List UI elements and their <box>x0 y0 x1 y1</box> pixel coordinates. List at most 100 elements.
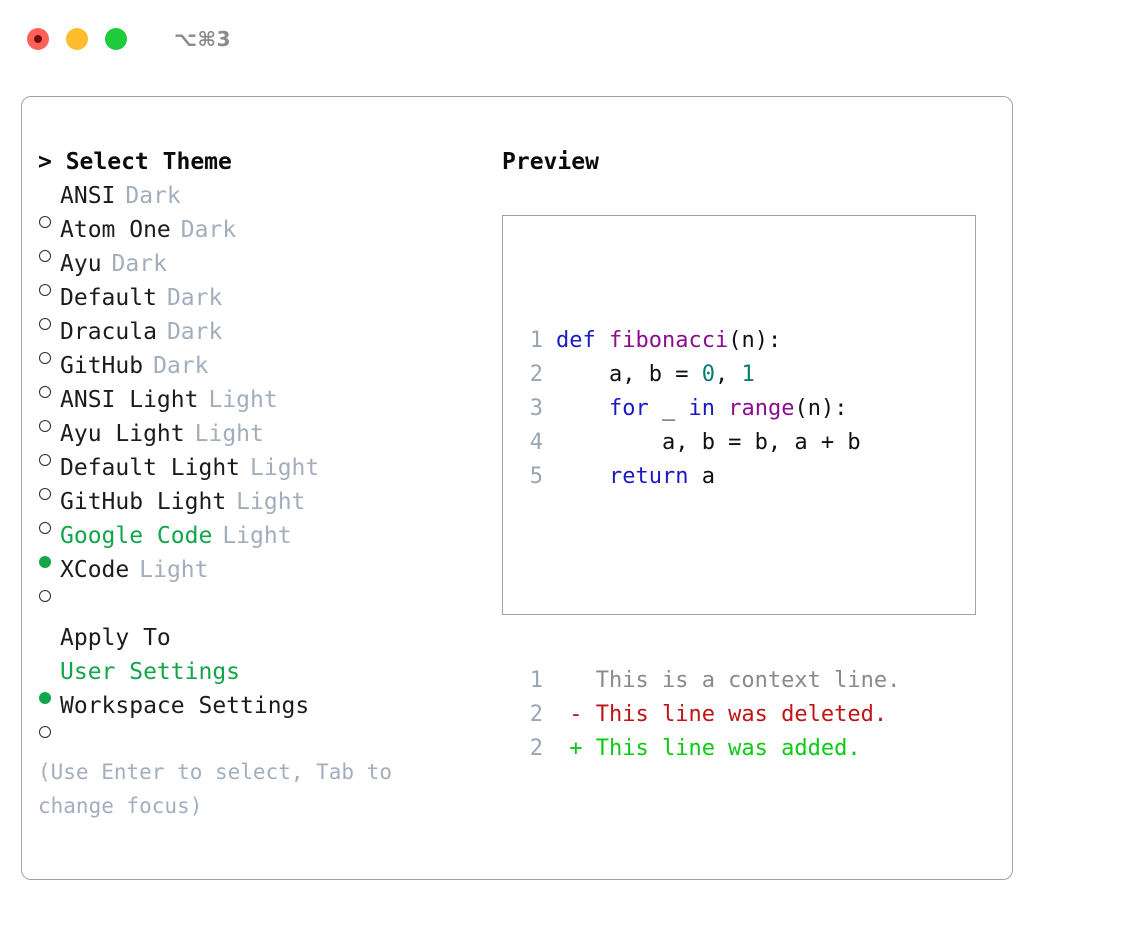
theme-option-label: GitHub <box>60 353 144 379</box>
token-kw: return <box>608 464 689 489</box>
token-kw: in <box>688 396 715 421</box>
theme-option-kind-badge: Light <box>250 455 320 481</box>
code-line: 5 return a <box>515 460 900 494</box>
token-txt: (n): <box>794 396 848 421</box>
theme-option-ansi-light[interactable]: ANSI Light Light <box>38 383 478 432</box>
theme-option-default-light[interactable]: Default Light Light <box>38 451 478 500</box>
theme-option-label: ANSI <box>60 183 116 209</box>
code-line-content: a, b = 0, 1 <box>556 358 755 392</box>
theme-option-kind-badge: Dark <box>125 183 181 209</box>
line-number: 3 <box>529 396 543 421</box>
theme-option-kind-badge: Dark <box>180 217 237 243</box>
code-line-content: - This line was deleted. <box>556 698 887 732</box>
theme-option-dracula[interactable]: Dracula Dark <box>38 315 478 364</box>
line-number: 2 <box>529 702 543 727</box>
theme-option-label: Google Code <box>60 523 213 549</box>
theme-option-label: Dracula <box>60 319 157 345</box>
theme-option-atom-one[interactable]: Atom One Dark <box>38 213 478 262</box>
theme-option-label: Atom One <box>60 217 171 243</box>
code-line: 4 a, b = b, a + b <box>515 426 900 460</box>
line-number: 5 <box>529 464 543 489</box>
token-txt <box>556 464 609 489</box>
token-txt: _ <box>648 396 689 421</box>
apply-to-option-label: User Settings <box>60 659 241 685</box>
close-button[interactable] <box>27 28 49 50</box>
token-txt: a, b = <box>556 362 702 387</box>
apply-to-header: Apply To <box>60 625 171 651</box>
preview-header: Preview <box>502 149 599 175</box>
apply-to-option-user-settings[interactable]: User Settings <box>38 655 478 704</box>
minimize-button[interactable] <box>66 28 88 50</box>
theme-option-label: Default Light <box>60 455 241 481</box>
token-txt: a <box>688 464 715 489</box>
section-spacer <box>38 587 478 621</box>
theme-option-kind-badge: Dark <box>111 251 167 277</box>
theme-option-kind-badge: Dark <box>166 285 223 311</box>
theme-option-kind-badge: Light <box>236 489 306 515</box>
code-blank-line <box>515 562 900 596</box>
line-number: 1 <box>529 328 543 353</box>
token-txt: (n): <box>728 328 782 353</box>
code-line: 2 a, b = 0, 1 <box>515 358 900 392</box>
theme-option-google-code[interactable]: Google Code Light <box>38 519 478 568</box>
keyboard-shortcut-label: ⌥⌘3 <box>174 27 232 51</box>
theme-option-xcode[interactable]: XCode Light <box>38 553 478 602</box>
token-kw: def <box>556 328 609 353</box>
theme-option-label: XCode <box>60 557 130 583</box>
token-ctx: This is a context line. <box>556 668 901 693</box>
code-line-content: This is a context line. <box>556 664 901 698</box>
theme-option-github-light[interactable]: GitHub Light Light <box>38 485 478 534</box>
diff-line: 2 + This line was added. <box>515 732 900 766</box>
diff-line: 2 - This line was deleted. <box>515 698 900 732</box>
code-line-content: return a <box>556 460 715 494</box>
code-line-content: + This line was added. <box>556 732 861 766</box>
theme-option-ansi[interactable]: ANSI Dark <box>38 179 478 228</box>
line-number: 1 <box>529 668 543 693</box>
theme-option-default[interactable]: Default Dark <box>38 281 478 330</box>
line-number: 4 <box>529 430 543 455</box>
theme-option-ayu[interactable]: Ayu Dark <box>38 247 478 296</box>
code-line: 1 def fibonacci(n): <box>515 324 900 358</box>
diff-block: 1 This is a context line.2 - This line w… <box>515 664 901 766</box>
theme-option-label: Ayu <box>60 251 102 277</box>
token-num: 0 <box>701 362 715 387</box>
token-txt: , <box>714 362 742 387</box>
code-line-content: a, b = b, a + b <box>556 426 861 460</box>
theme-option-label: Default <box>60 285 157 311</box>
token-fn: range <box>728 396 795 421</box>
theme-option-label: GitHub Light <box>60 489 227 515</box>
apply-to-option-workspace-settings[interactable]: Workspace Settings <box>38 689 478 738</box>
theme-option-kind-badge: Dark <box>166 319 223 345</box>
theme-option-label: Ayu Light <box>60 421 185 447</box>
theme-option-kind-badge: Light <box>222 523 292 549</box>
token-txt: a, b = b, a + b <box>556 430 861 455</box>
token-add: + This line was added. <box>556 736 861 761</box>
code-line-content: for _ in range(n): <box>556 392 847 426</box>
token-fn: fibonacci <box>608 328 729 353</box>
theme-option-github[interactable]: GitHub Dark <box>38 349 478 398</box>
theme-option-kind-badge: Light <box>139 557 209 583</box>
keyboard-hint-text: (Use Enter to select, Tab to change focu… <box>38 760 405 818</box>
token-txt <box>715 396 728 421</box>
zoom-button[interactable] <box>105 28 127 50</box>
theme-option-kind-badge: Light <box>208 387 278 413</box>
apply-to-option-label: Workspace Settings <box>60 693 310 719</box>
token-kw: for <box>608 396 649 421</box>
traffic-lights <box>27 28 127 50</box>
theme-option-kind-badge: Dark <box>153 353 209 379</box>
titlebar: ⌥⌘3 <box>0 0 1140 78</box>
token-del: - This line was deleted. <box>556 702 888 727</box>
token-num: 1 <box>741 362 755 387</box>
diff-line: 1 This is a context line. <box>515 664 901 698</box>
theme-option-label: ANSI Light <box>60 387 199 413</box>
code-line: 3 for _ in range(n): <box>515 392 900 426</box>
